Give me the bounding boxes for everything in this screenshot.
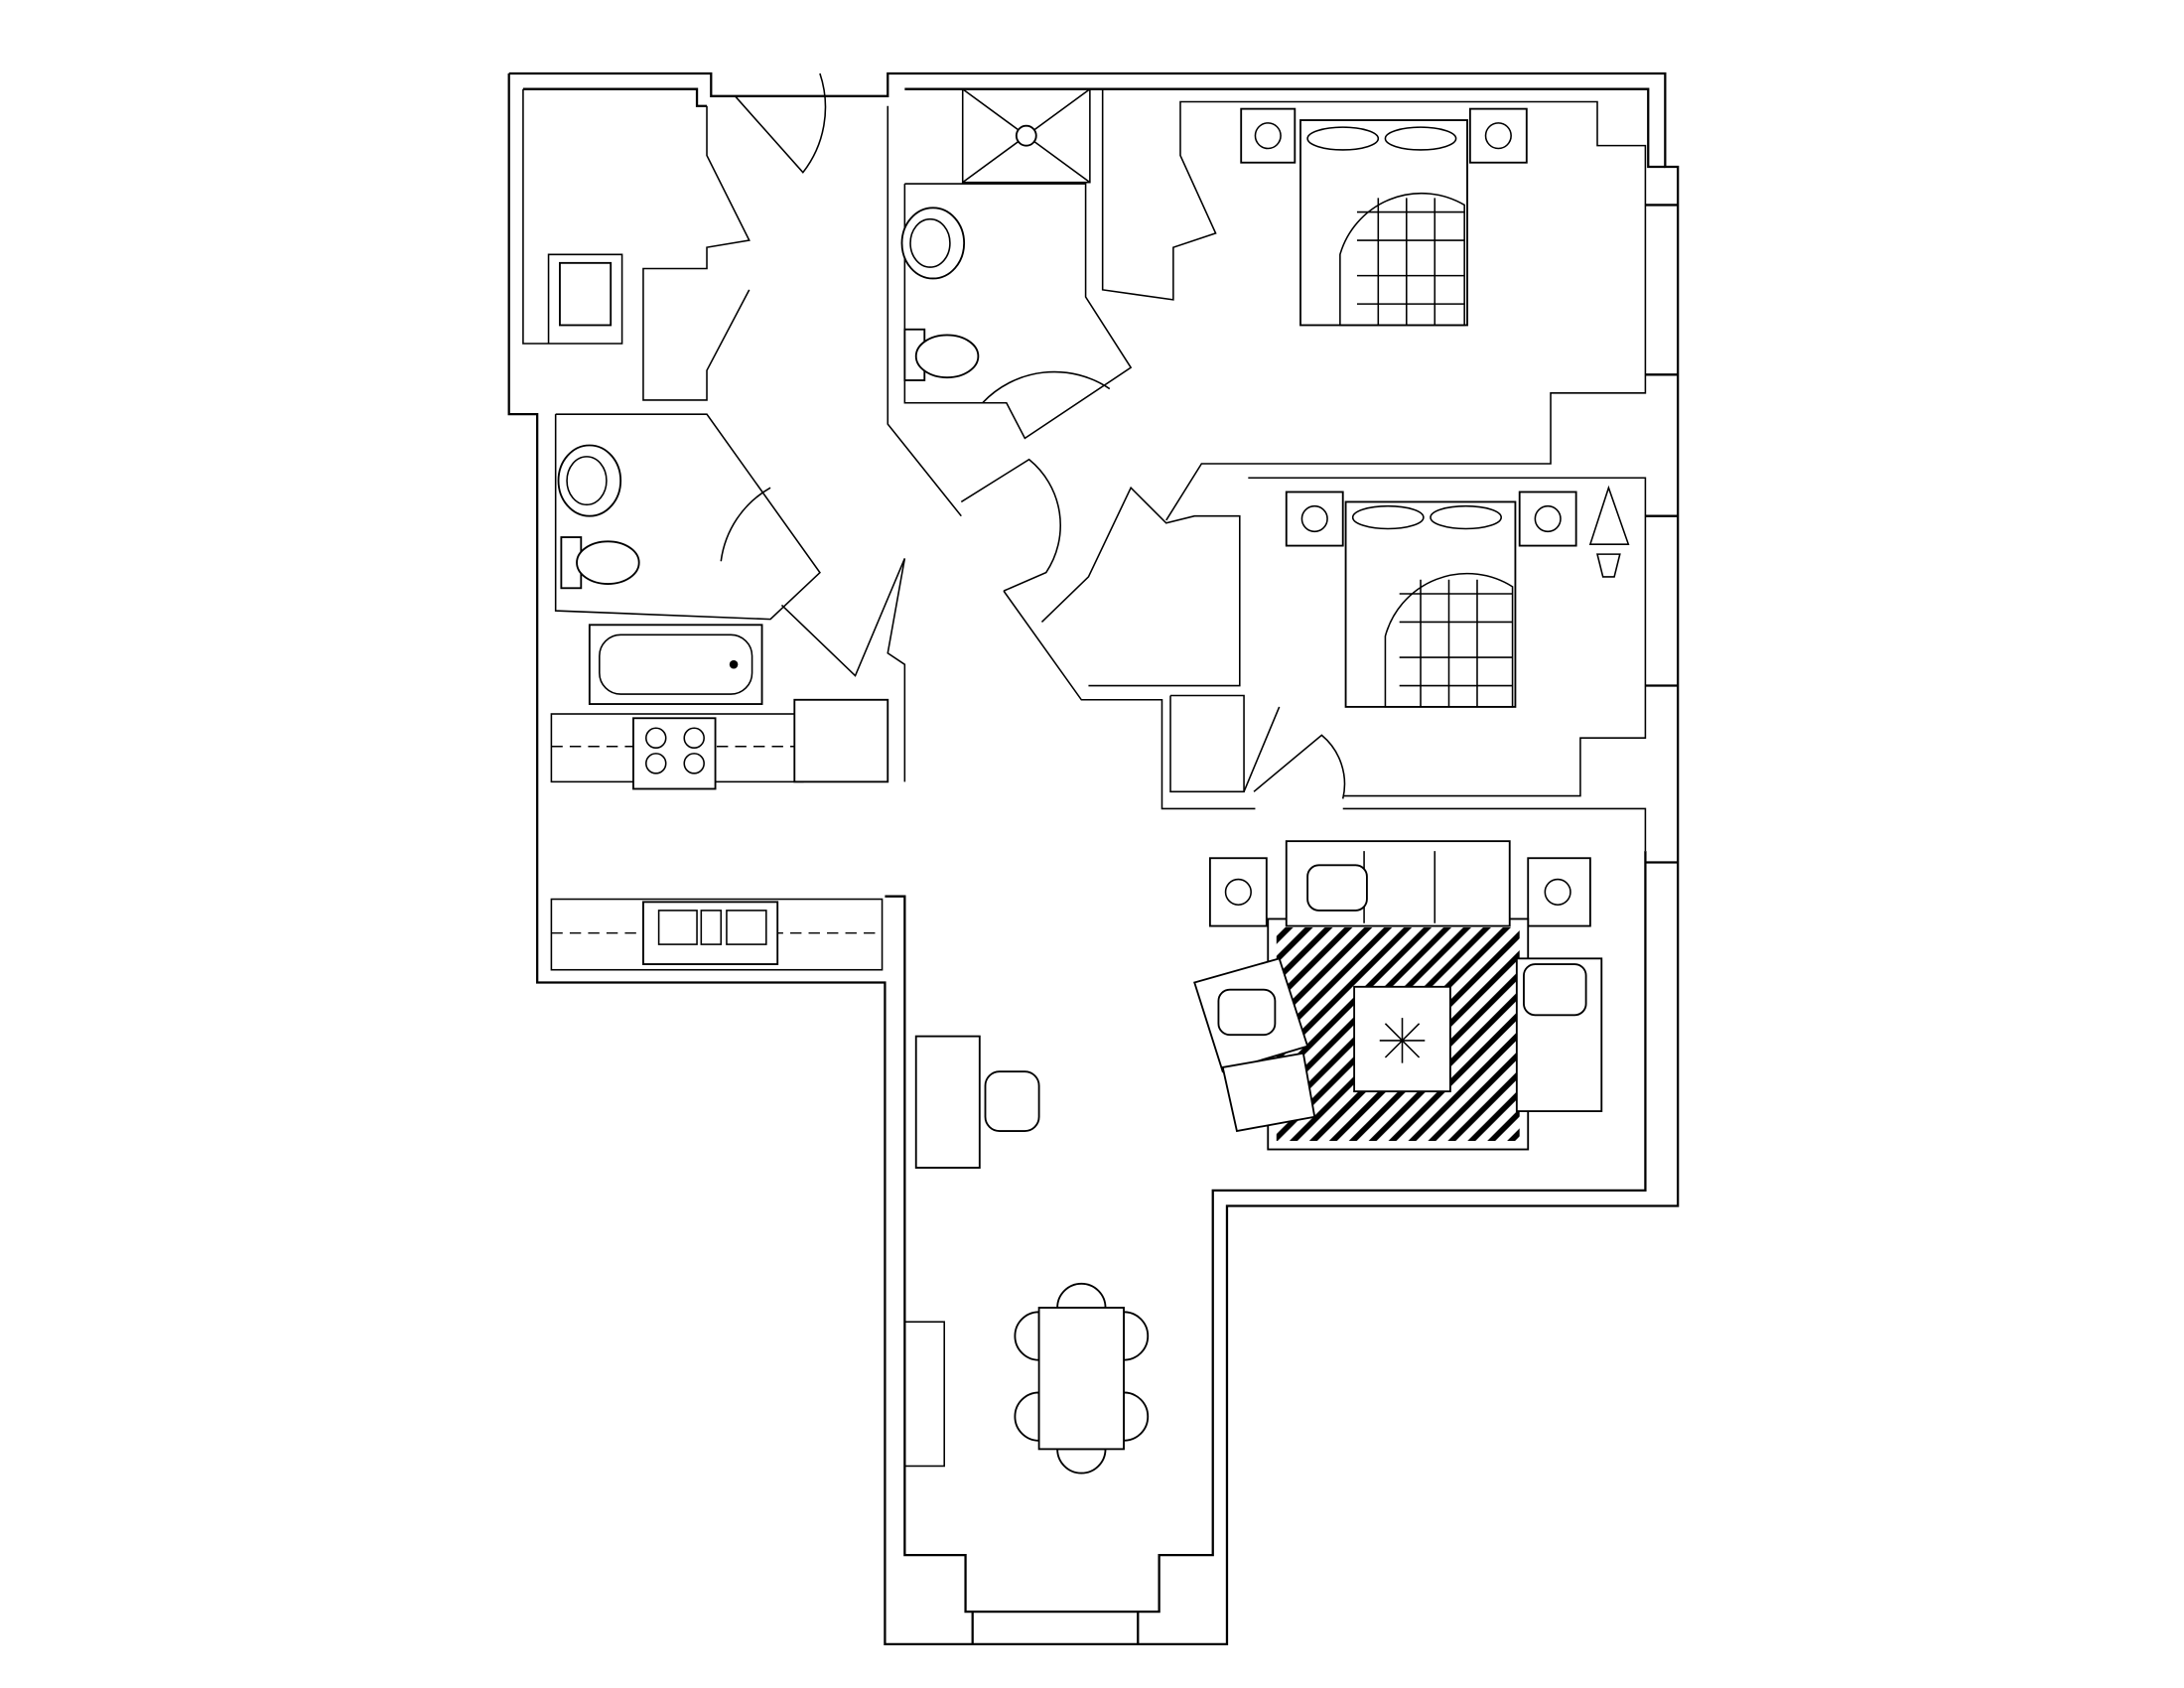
living-room bbox=[1193, 840, 1603, 1151]
kitchen bbox=[550, 698, 889, 971]
ottoman bbox=[1221, 1052, 1316, 1133]
bed-1 bbox=[1240, 107, 1528, 327]
dining-set bbox=[1014, 1282, 1150, 1475]
interior-walls bbox=[522, 88, 1647, 852]
desk bbox=[914, 1035, 1040, 1169]
bath-fixtures-1 bbox=[900, 207, 980, 381]
doors bbox=[720, 72, 1346, 799]
plant-icon bbox=[1588, 485, 1630, 578]
sink bbox=[642, 901, 779, 965]
bed-2 bbox=[1285, 485, 1630, 708]
shower bbox=[961, 87, 1091, 184]
window-bench bbox=[903, 1321, 945, 1468]
washer bbox=[559, 261, 613, 327]
stove bbox=[632, 717, 717, 790]
bath-fixtures-2 bbox=[557, 444, 763, 705]
